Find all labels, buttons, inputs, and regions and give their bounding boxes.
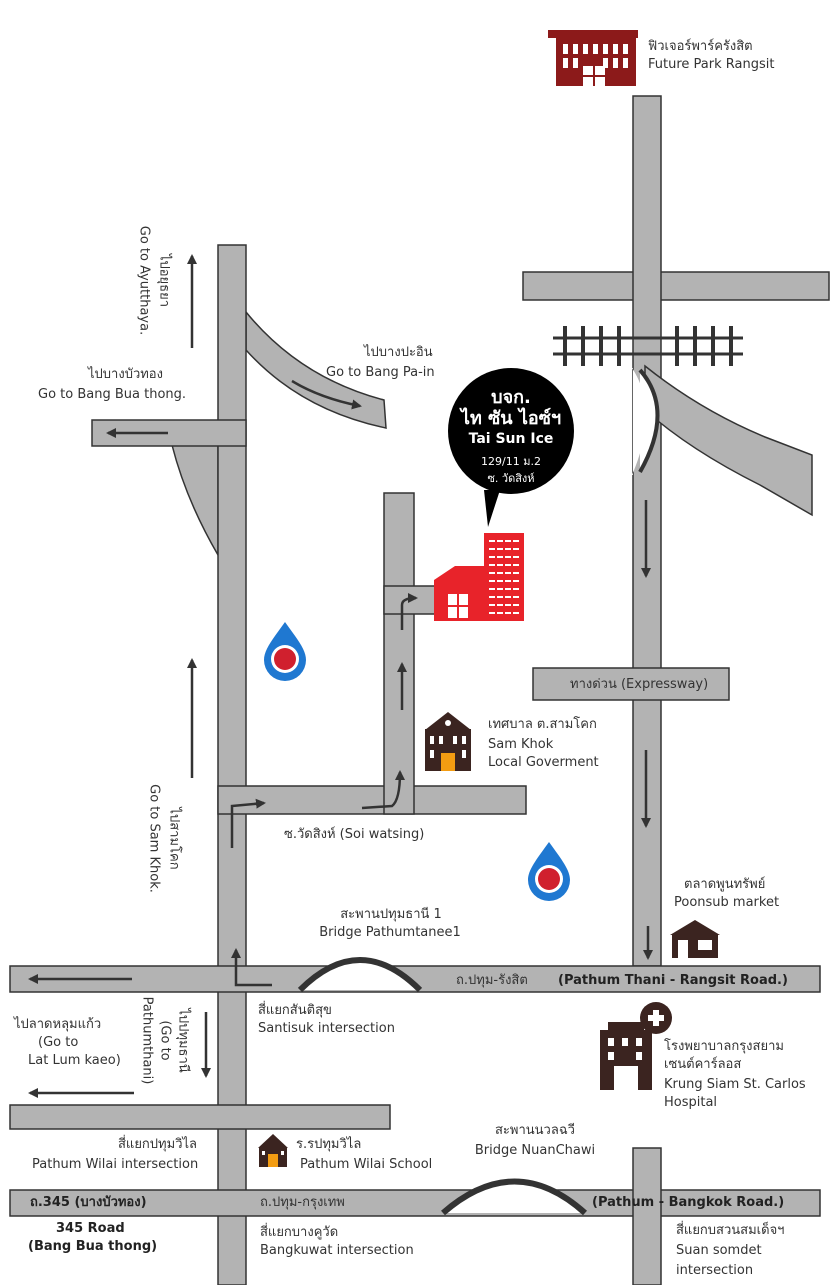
pathum-wilai-road <box>9 1104 391 1130</box>
bang-pa-in-road <box>245 309 387 429</box>
local-government-building-icon <box>425 712 471 771</box>
lat-lum-kaeo-direction-thai: ไปลาดหลุมแก้ว <box>14 1017 102 1032</box>
sam-khok-gov-label-2: Local Goverment <box>488 755 599 770</box>
future-park-building <box>548 30 638 86</box>
sam-khok-gov-label-1: Sam Khok <box>488 737 554 752</box>
overpass <box>638 368 660 473</box>
expressway-label: ทางด่วน (Expressway) <box>570 677 709 692</box>
pathumthani-direction-thai: ไปปทุมธานี <box>175 1008 191 1073</box>
arrow-soi-curve <box>361 770 405 810</box>
pathum-bangkok-label-thai: ถ.ปทุม-กรุงเทพ <box>260 1195 345 1210</box>
soi-watsing-label: ซ.วัดสิงห์ (Soi watsing) <box>284 827 425 842</box>
company-soi: ซ. วัดสิงห์ <box>487 472 535 485</box>
sam-khok-gov-label-thai: เทศบาล ต.สามโคก <box>488 717 597 732</box>
future-park-label: Future Park Rangsit <box>648 57 775 72</box>
arrow-to-factory <box>400 593 418 630</box>
bridge-pathumtanee-shape <box>297 957 423 993</box>
rangsit-top-road <box>522 271 830 301</box>
pathumthani-direction-2: Pathumthani) <box>139 996 155 1085</box>
company-bubble: บจก. ไท ซัน ไอซ์ฯ Tai Sun Ice 129/11 ม.2… <box>448 368 574 494</box>
bang-pa-in-direction: Go to Bang Pa-in <box>326 365 435 380</box>
pathum-rangsit-label: (Pathum Thani - Rangsit Road.) <box>558 973 788 988</box>
lat-lum-kaeo-direction-1: (Go to <box>38 1035 79 1050</box>
suan-somdet-label-2: intersection <box>676 1263 754 1278</box>
bridge-nuanchawi-shape <box>441 1178 588 1216</box>
market-building-icon <box>670 920 720 958</box>
suan-somdet-label-thai: สี่แยกบสวนสมเด็จฯ <box>676 1223 785 1238</box>
bridge-nuanchawi-label: Bridge NuanChawi <box>474 1143 596 1158</box>
future-park-label-thai: ฟิวเจอร์พาร์ครังสิต <box>648 39 753 54</box>
ptt-station-icon <box>528 842 570 901</box>
sam-khok-direction: Go to Sam Khok. <box>146 784 162 893</box>
suan-somdet-road <box>632 1147 662 1285</box>
bang-bua-thong-road-horizontal <box>91 419 247 447</box>
pathum-wilai-intersection-label: Pathum Wilai intersection <box>32 1157 199 1172</box>
direction-arrows <box>28 254 653 1098</box>
hospital-label-thai-2: เซนต์คาร์ลอส <box>664 1057 742 1072</box>
hospital-label-2: Hospital <box>664 1095 718 1110</box>
soi-watsing-road <box>217 785 527 815</box>
company-thai-line2: ไท ซัน ไอซ์ฯ <box>460 408 562 429</box>
hospital-label-thai-1: โรงพยาบาลกรุงสยาม <box>664 1039 784 1054</box>
school-label-thai: ร.รปทุมวิไล <box>296 1137 362 1152</box>
bang-bua-thong-direction-thai: ไปบางบัวทอง <box>88 367 163 382</box>
pathum-bangkok-label: (Pathum - Bangkok Road.) <box>592 1195 785 1210</box>
hospital-label-1: Krung Siam St. Carlos <box>664 1077 806 1092</box>
bang-bua-thong-direction: Go to Bang Bua thong. <box>38 387 187 402</box>
arrow-soi-turn <box>230 798 266 848</box>
lat-lum-kaeo-direction-2: Lat Lum kaeo) <box>28 1053 121 1068</box>
road-345-label-1: 345 Road <box>56 1221 125 1236</box>
soi-watsing-vertical <box>383 492 415 815</box>
suan-somdet-label-1: Suan somdet <box>676 1243 762 1258</box>
railway <box>553 326 743 366</box>
poonsub-label: Poonsub market <box>674 895 780 910</box>
santisuk-label: Santisuk intersection <box>258 1021 395 1036</box>
sam-khok-direction-thai: ไปสามโคก <box>166 807 182 870</box>
bridge-pathumtanee-label: Bridge Pathumtanee1 <box>319 925 461 940</box>
pathum-rangsit-label-thai: ถ.ปทุม-รังสิต <box>456 973 528 988</box>
bang-pa-in-direction-thai: ไปบางปะอิน <box>364 345 433 360</box>
expressway-road <box>532 667 730 701</box>
ayutthaya-direction-thai: ไปอยุธยา <box>156 253 172 308</box>
hospital-building-icon <box>600 1002 672 1090</box>
school-building-icon <box>258 1134 288 1167</box>
arrow-santisuk-turn <box>231 948 272 987</box>
pathum-wilai-intersection-label-thai: สี่แยกปทุมวิไล <box>118 1137 197 1152</box>
diagonal-road-right <box>644 364 813 517</box>
company-address: 129/11 ม.2 <box>481 455 541 468</box>
bridge-nuanchawi-label-thai: สะพานนวลฉวี <box>495 1123 575 1138</box>
ayutthaya-direction: Go to Ayutthaya. <box>136 225 152 336</box>
company-thai-line1: บจก. <box>491 387 531 408</box>
poonsub-label-thai: ตลาดพูนทรัพย์ <box>684 877 766 892</box>
bangkuwat-label-thai: สี่แยกบางคูวัด <box>260 1225 339 1240</box>
road-345-label-2: (Bang Bua thong) <box>28 1239 158 1254</box>
pathumthani-direction-1: (Go to <box>157 1020 173 1061</box>
factory-spur-road <box>383 585 437 615</box>
ptt-station-icon <box>264 622 306 681</box>
bangkuwat-label: Bangkuwat intersection <box>260 1243 414 1258</box>
santisuk-label-thai: สี่แยกสันติสุข <box>258 1003 332 1018</box>
road-345-label-thai: ถ.345 (บางบัวทอง) <box>30 1195 147 1210</box>
pathum-bangkok-road <box>9 1189 821 1217</box>
arrow-bang-pa-in <box>291 379 362 410</box>
company-english-name: Tai Sun Ice <box>468 431 554 447</box>
bubble-tail <box>484 490 500 527</box>
tai-sun-ice-factory <box>434 533 524 621</box>
road-network <box>9 95 830 1285</box>
school-label: Pathum Wilai School <box>300 1157 433 1172</box>
bridge-pathumtanee-label-thai: สะพานปทุมธานี 1 <box>340 907 442 922</box>
